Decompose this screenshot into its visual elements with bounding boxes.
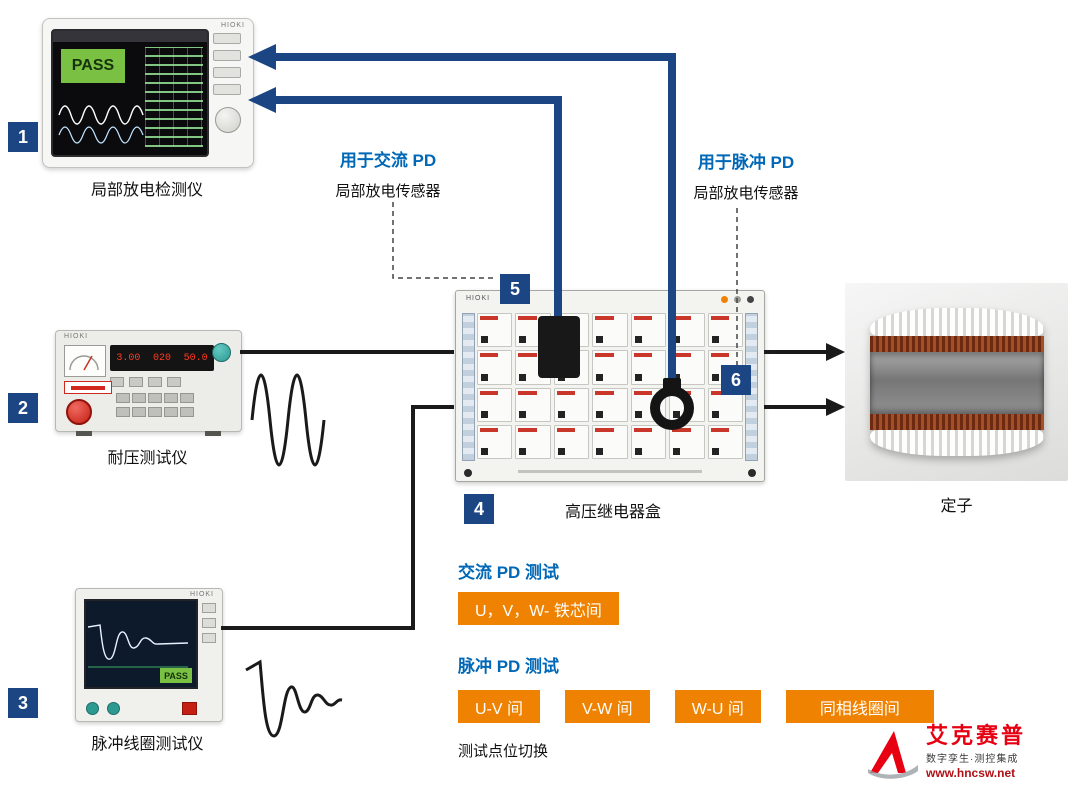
pulse-test-point-chip: 同相线圈间 [785,690,934,723]
stator-bottom-lacing [869,430,1044,456]
analog-meter [64,345,106,377]
pass-indicator: PASS [61,49,125,83]
ac-pd-test-title: 交流 PD 测试 [458,563,560,582]
pulse-tester-lead [221,405,454,630]
hioki-brand-label: HIOKI [466,295,491,302]
pulse-test-point-chip: W-U 间 [674,690,761,723]
stator-photo [845,283,1068,481]
current-readout: 020 [152,352,171,364]
vendor-tagline: 数字孪生·测控集成 [926,754,1019,766]
hv-relay-box: HIOKI [455,290,765,482]
start-button [66,399,92,425]
ac-pd-sensor-subtitle: 局部放电传感器 [335,183,441,200]
danger-lamp [64,381,112,394]
rotary-knob [215,107,241,133]
relay-module-grid [477,313,743,459]
stator-top-lacing [869,308,1044,336]
step-badge-4: 4 [464,494,494,524]
pd-detector-device: HIOKI PASS [42,18,254,168]
stator-bottom-winding [869,414,1044,430]
sine-wave-glyph [250,373,326,467]
withstand-tester-label: 耐压测试仪 [107,450,188,467]
pulse-test-point-row: U-V 间 V-W 间 W-U 间 同相线圈间 [458,690,934,723]
timer-readout: 50.0 [183,352,208,364]
voltage-display: 3.00 020 50.0 [110,345,214,371]
measurement-table [145,47,203,147]
pulse-pd-sensor-subtitle: 局部放电传感器 [693,185,799,202]
ac-sensor-dashed-line [392,202,497,279]
stator-graphic [869,308,1044,456]
ac-pd-sensor-title: 用于交流 PD [339,151,437,170]
withstand-tester-device: HIOKI 3.00 020 50.0 [55,330,242,436]
kv-readout: 3.00 [116,352,141,364]
test-point-switch-note: 测试点位切换 [458,743,549,760]
screen-menubar [53,31,207,42]
vendor-url: www.hncsw.net [926,766,1016,781]
pd-detector-label: 局部放电检测仪 [90,182,203,199]
step-badge-5: 5 [500,274,530,304]
relay-box-label: 高压继电器盒 [564,504,661,521]
front-panel-keys [213,33,243,101]
pulse-waveform-trace [87,624,189,668]
ac-pd-sensor-plug [538,316,580,378]
pulse-pd-sensor-title: 用于脉冲 PD [697,153,795,172]
logo-a-mark [868,731,918,779]
pulse-tester-device: HIOKI PASS [75,588,223,722]
pass-indicator: PASS [160,668,192,683]
left-rail [462,313,475,461]
device-foot [76,431,92,436]
bottom-controls [86,702,197,715]
spec-text-line [517,470,703,473]
stator-top-winding [869,336,1044,352]
stator-arrowhead-top [826,343,845,361]
stator-core [869,352,1044,414]
hioki-brand-label: HIOKI [189,591,214,598]
hioki-brand-label: HIOKI [220,22,245,29]
stator-label: 定子 [940,498,973,515]
panel-screw [748,469,756,477]
step-badge-3: 3 [8,688,38,718]
pd-detector-screen: PASS [51,29,209,157]
pulse-test-point-chip: U-V 间 [458,690,541,723]
step-badge-1: 1 [8,122,38,152]
keypad [116,393,194,417]
pulse-test-point-chip: V-W 间 [565,690,650,723]
side-keys [202,603,216,648]
vendor-name: 艾克赛普 [926,723,1027,748]
pulse-pd-sensor-annotation: 用于脉冲 PD 局部放电传感器 [671,148,821,203]
ac-test-point-chip: U，V，W- 铁芯间 [458,592,619,625]
device-foot [205,431,221,436]
status-leds [721,296,754,303]
hioki-brand-label: HIOKI [64,333,89,340]
ac-pd-sensor-annotation: 用于交流 PD 局部放电传感器 [313,146,463,201]
stator-arrowhead-bottom [826,398,845,416]
pulse-tester-label: 脉冲线圈测试仪 [91,736,204,753]
pulse-wave-glyph [245,659,343,738]
stop-knob [212,343,231,362]
step-badge-6: 6 [721,365,751,395]
panel-screw [464,469,472,477]
function-buttons [110,377,181,387]
pulse-tester-screen: PASS [84,599,198,689]
waveform-trace [58,105,144,144]
pulse-pd-test-title: 脉冲 PD 测试 [458,657,560,676]
vendor-logo: 艾克赛普 数字孪生·测控集成 www.hncsw.net [866,723,1072,781]
step-badge-2: 2 [8,393,38,423]
